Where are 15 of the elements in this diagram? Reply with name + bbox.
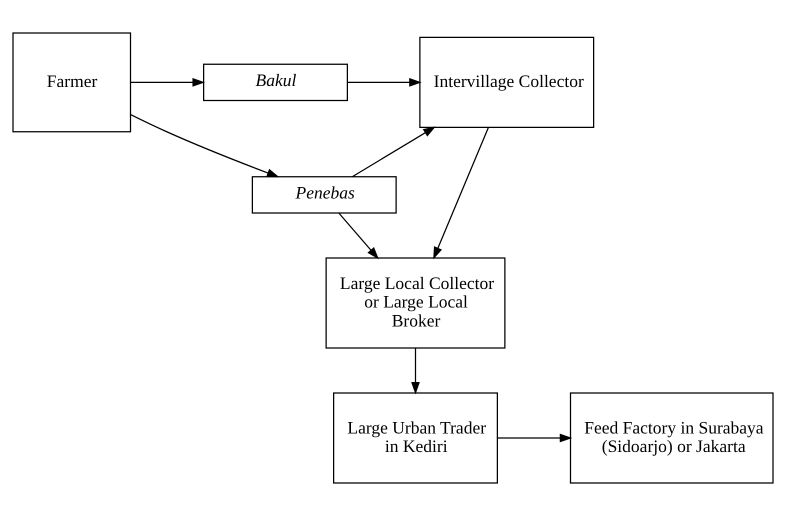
node-box: Large Urban Trader in Kediri [333, 392, 498, 484]
arrow [433, 128, 489, 260]
node-box: Penebas [252, 176, 397, 214]
node-box: Bakul [203, 64, 348, 102]
arrow [352, 126, 436, 178]
arrow [411, 348, 420, 394]
arrow [348, 78, 422, 87]
node-box: Feed Factory in Surabaya (Sidoarjo) or Jakarta [570, 392, 774, 484]
node-box: Intervillage Collector [419, 36, 594, 128]
arrow [130, 114, 280, 178]
arrow [130, 78, 205, 87]
arrow [498, 434, 572, 442]
node-box: Large Local Collector or Large Local Broker [326, 257, 506, 349]
arrow [338, 212, 379, 260]
node-box: Farmer [12, 32, 132, 132]
